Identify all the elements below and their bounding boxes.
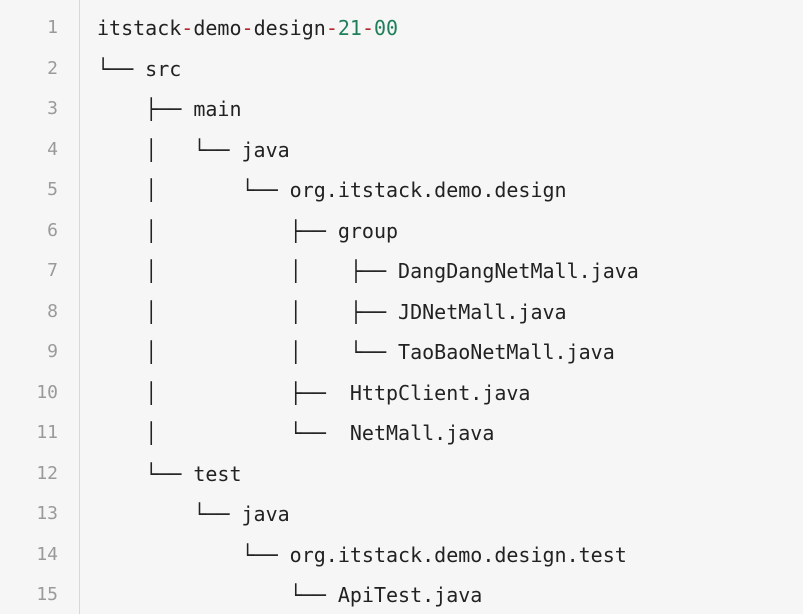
code-line: 8 │ │ ├── JDNetMall.java xyxy=(0,292,803,333)
line-content: └── java xyxy=(97,494,803,535)
code-token: 21 xyxy=(337,16,362,40)
code-token: - xyxy=(241,16,254,40)
code-line: 6 │ ├── group xyxy=(0,211,803,252)
line-content: │ ├── HttpClient.java xyxy=(97,373,803,414)
line-number: 14 xyxy=(36,543,58,565)
line-content: └── org.itstack.demo.design.test xyxy=(97,535,803,576)
code-line: 7 │ │ ├── DangDangNetMall.java xyxy=(0,251,803,292)
gutter-divider xyxy=(79,0,80,614)
code-token: │ │ ├── JDNetMall.java xyxy=(97,299,567,324)
line-number: 10 xyxy=(36,381,58,403)
code-line: 4 │ └── java xyxy=(0,130,803,171)
line-content: └── test xyxy=(97,454,803,495)
code-line: 10 │ ├── HttpClient.java xyxy=(0,373,803,414)
line-number: 3 xyxy=(47,98,58,119)
code-token: │ │ ├── DangDangNetMall.java xyxy=(97,259,639,283)
line-content: │ │ ├── DangDangNetMall.java xyxy=(97,251,803,292)
code-line: 3 ├── main xyxy=(0,89,803,130)
line-content: └── ApiTest.java xyxy=(97,575,803,614)
code-line: 9 │ │ └── TaoBaoNetMall.java xyxy=(0,332,803,373)
line-number: 6 xyxy=(47,219,58,241)
code-token: itstack xyxy=(97,16,182,40)
code-line: 15 └── ApiTest.java xyxy=(0,575,803,614)
line-number: 7 xyxy=(47,260,58,281)
code-token: │ └── NetMall.java xyxy=(97,421,495,445)
code-token: │ │ └── TaoBaoNetMall.java xyxy=(97,340,615,364)
line-content: │ └── org.itstack.demo.design xyxy=(97,170,803,211)
code-line: 14 └── org.itstack.demo.design.test xyxy=(0,535,803,576)
code-line: 13 └── java xyxy=(0,494,803,535)
code-token: └── ApiTest.java xyxy=(97,583,483,607)
line-number: 11 xyxy=(36,422,58,443)
code-line: 12 └── test xyxy=(0,454,803,495)
code-token: │ └── java xyxy=(97,137,290,162)
code-line: 5 │ └── org.itstack.demo.design xyxy=(0,170,803,211)
code-token: - xyxy=(325,16,338,40)
line-content: │ │ ├── JDNetMall.java xyxy=(97,292,803,333)
code-token: 00 xyxy=(374,16,399,40)
line-number: 12 xyxy=(36,462,58,484)
code-token: └── test xyxy=(97,461,242,486)
code-token: └── java xyxy=(97,502,290,526)
code-token: design xyxy=(253,16,326,40)
code-line: 11 │ └── NetMall.java xyxy=(0,413,803,454)
code-token: │ ├── group xyxy=(97,218,399,243)
line-content: itstack-demo-design-21-00 xyxy=(97,8,803,49)
line-content: │ ├── group xyxy=(97,211,803,252)
line-number: 8 xyxy=(47,300,58,322)
code-line: 2 └── src xyxy=(0,49,803,90)
code-token: │ └── org.itstack.demo.design xyxy=(97,178,567,202)
code-token: └── src xyxy=(97,56,182,81)
line-number: 9 xyxy=(47,341,58,362)
code-token: demo xyxy=(193,16,242,40)
line-content: │ └── NetMall.java xyxy=(97,413,803,454)
line-number: 2 xyxy=(47,57,58,79)
line-number: 1 xyxy=(47,17,58,38)
line-number: 15 xyxy=(36,584,58,605)
line-content: ├── main xyxy=(97,89,803,130)
code-token: ├── main xyxy=(97,97,242,121)
code-token: - xyxy=(361,16,374,40)
code-token: - xyxy=(181,16,194,40)
code-token: └── org.itstack.demo.design.test xyxy=(97,542,627,567)
line-number: 5 xyxy=(47,179,58,200)
code-token: │ ├── HttpClient.java xyxy=(97,380,531,405)
line-number: 13 xyxy=(36,503,58,524)
line-content: │ └── java xyxy=(97,130,803,171)
line-content: └── src xyxy=(97,49,803,90)
line-content: │ │ └── TaoBaoNetMall.java xyxy=(97,332,803,373)
line-number: 4 xyxy=(47,138,58,160)
